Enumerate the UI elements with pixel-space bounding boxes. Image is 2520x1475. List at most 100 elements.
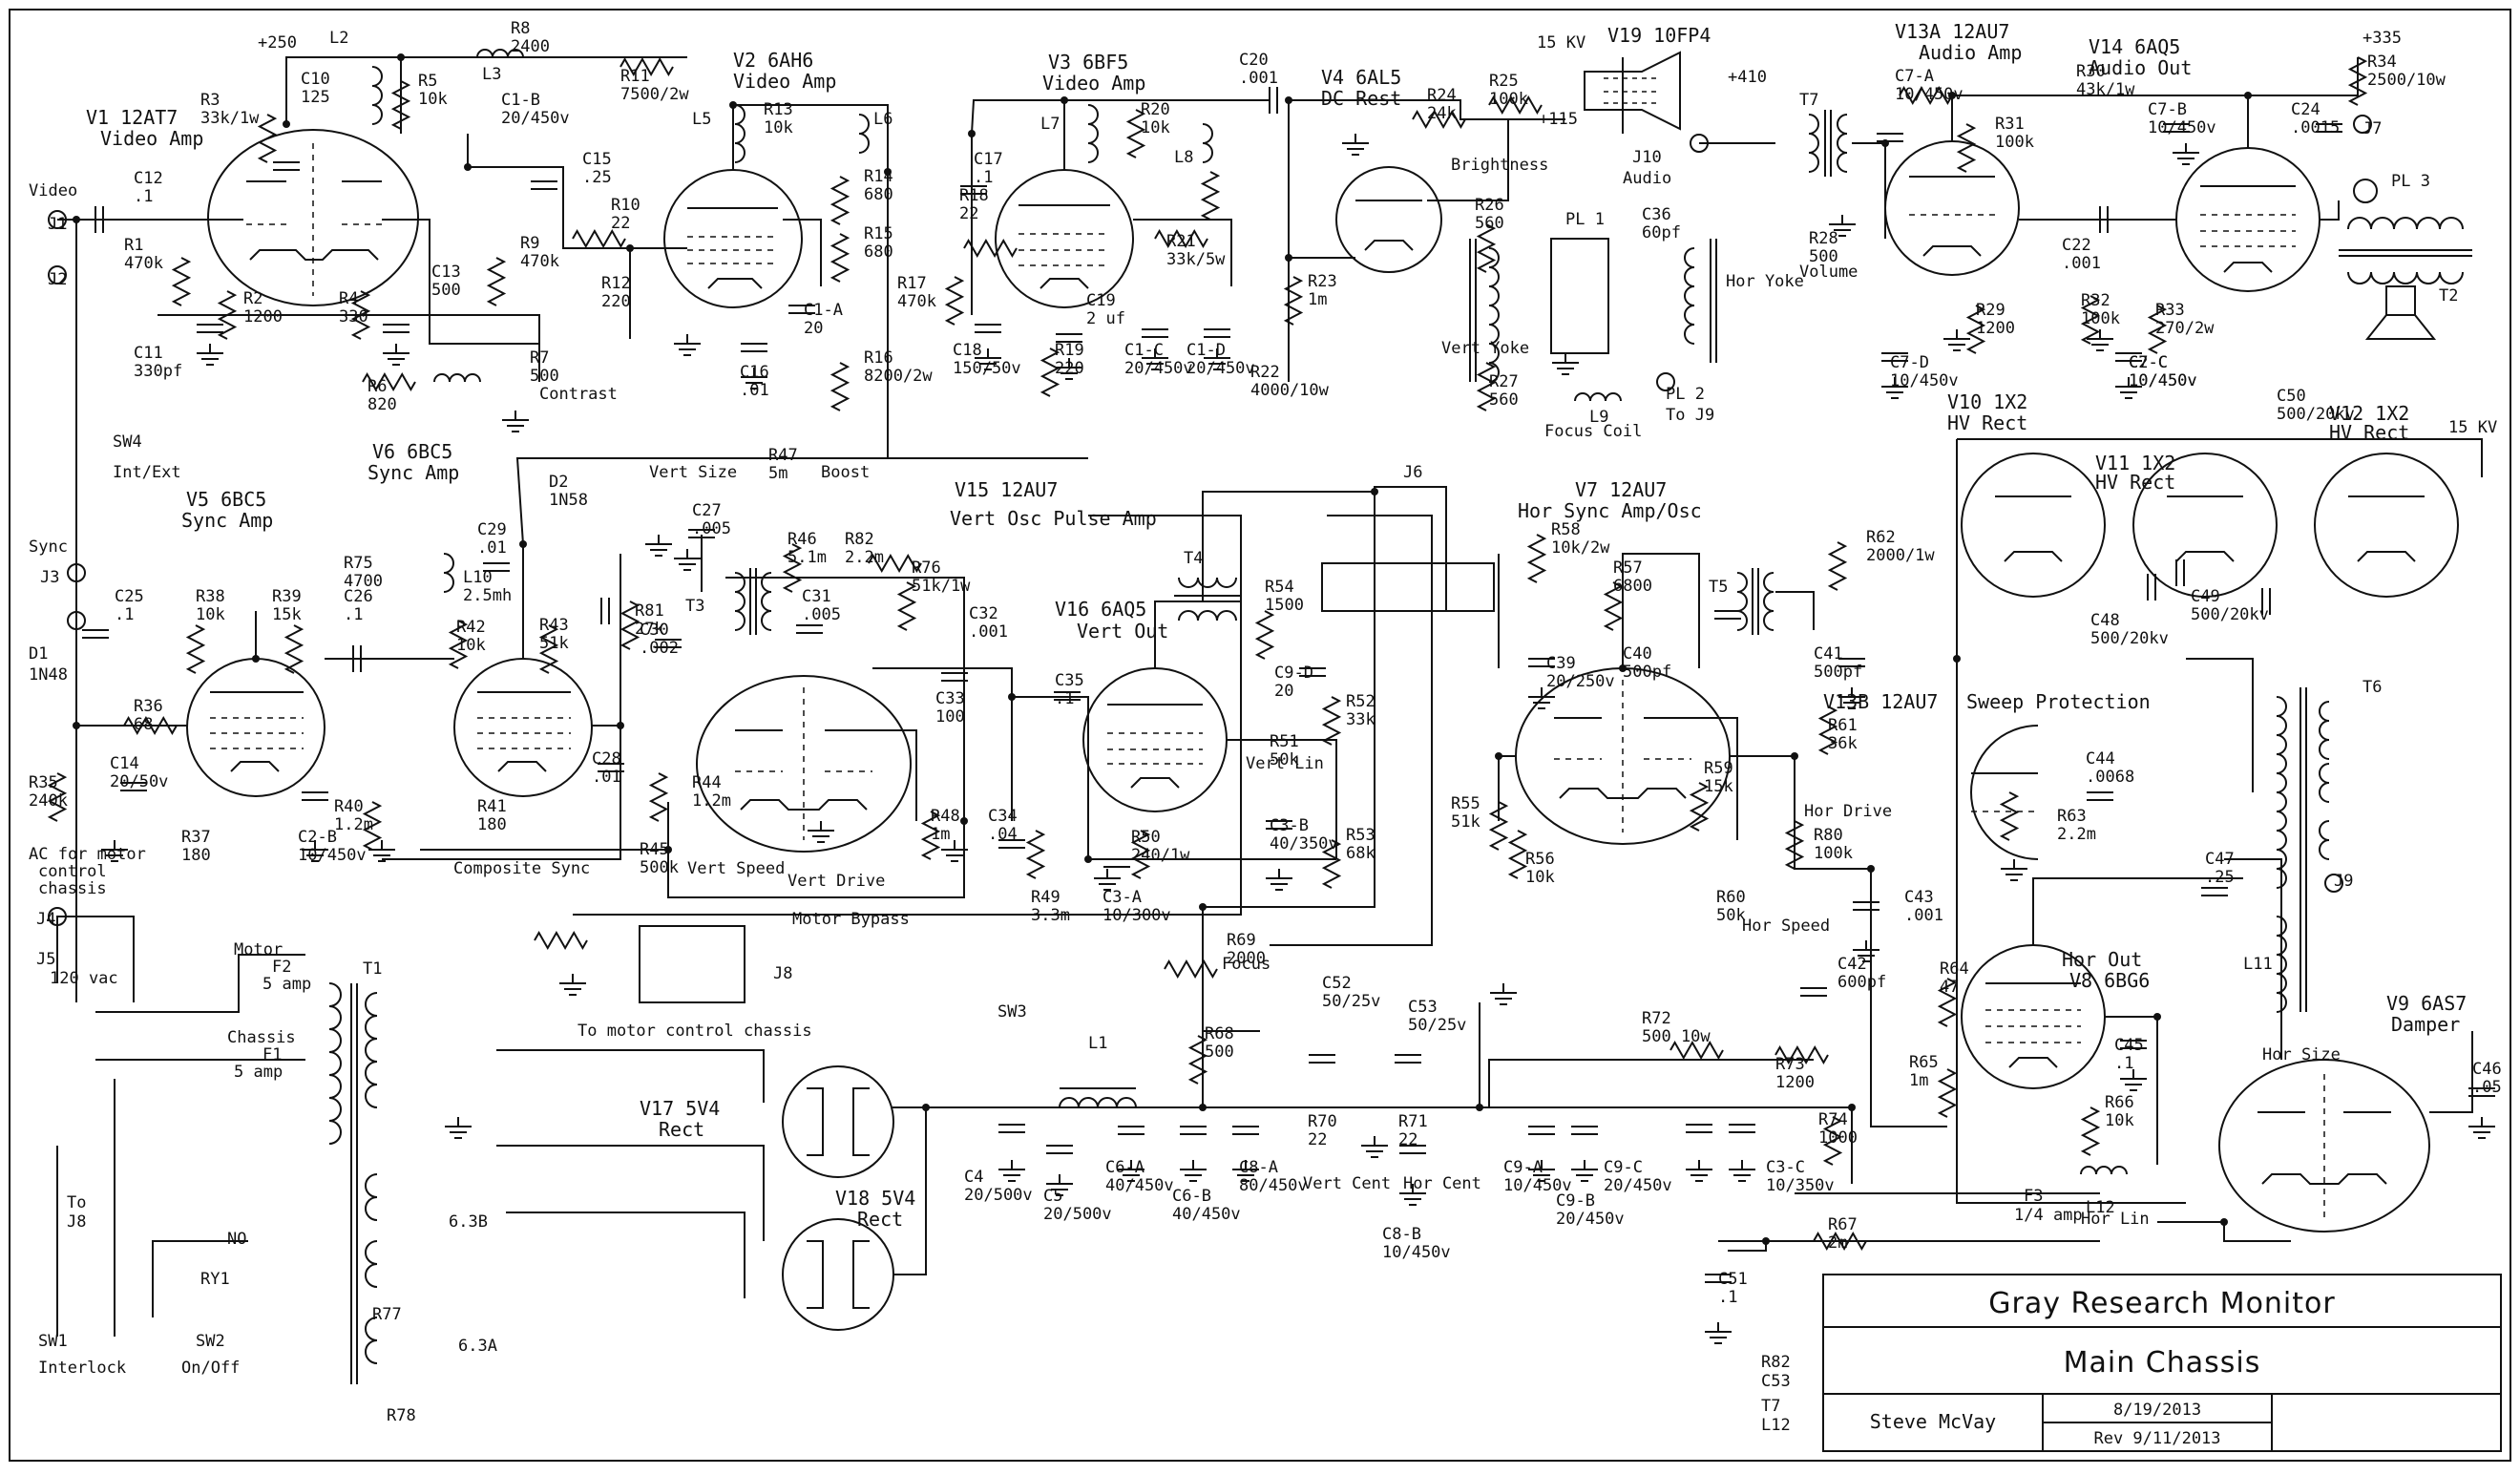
comp-r58-ref: R58 — [1551, 520, 1581, 539]
comp-r7-value: 500 — [530, 367, 559, 386]
v4-tube — [1335, 166, 1442, 273]
comp-r55-value: 51k — [1451, 812, 1480, 832]
comp-c51-value: .1 — [1718, 1288, 1737, 1307]
v13a-func: Audio Amp — [1919, 41, 2022, 64]
comp-c8a-ref: C8-A — [1239, 1158, 1278, 1177]
comp-c11-ref: C11 — [134, 344, 163, 363]
comp-r6-ref: R6 — [368, 377, 387, 396]
comp-c32-ref: C32 — [969, 604, 998, 623]
resistor-29 — [1025, 830, 1046, 879]
comp-r15-value: 680 — [864, 242, 893, 262]
label-f3v: 1/4 amp — [2014, 1206, 2083, 1225]
resistor-4 — [350, 290, 371, 340]
comp-c2c-value: 10/450v — [2129, 371, 2197, 390]
junction-dot — [960, 817, 968, 825]
comp-c10-value: 125 — [301, 88, 330, 107]
l9-coil — [1574, 392, 1622, 402]
junction-dot — [1867, 865, 1875, 873]
comp-c1d-value: 20/450v — [1186, 359, 1255, 378]
resistor-20 — [2347, 56, 2368, 106]
comp-r50-value: 240/1w — [1131, 846, 1190, 865]
junction-dot — [626, 244, 634, 252]
comp-c3a-value: 10/300v — [1102, 906, 1171, 925]
label-j3: J3 — [40, 568, 59, 587]
resistor-17 — [1965, 305, 1986, 354]
comp-c28-ref: C28 — [592, 749, 621, 769]
resistor-43 — [2080, 1106, 2101, 1156]
comp-r5-ref: R5 — [418, 72, 437, 91]
comp-c4-value: 20/500v — [964, 1186, 1033, 1205]
title-revision: Rev 9/11/2013 — [2093, 1429, 2220, 1448]
resistor-9 — [944, 276, 965, 326]
resistor-3 — [390, 80, 411, 130]
comp-c7b-value: 10/450v — [2148, 118, 2216, 137]
comp-r48-ref: R48 — [931, 807, 960, 826]
comp-c7c-ref: C7-C — [2129, 353, 2168, 372]
comp-r2-ref: R2 — [243, 289, 262, 308]
comp-r18-value: 22 — [959, 204, 978, 223]
comp-r67-ref: R67 — [1828, 1215, 1858, 1234]
label-f1v: 5 amp — [234, 1063, 283, 1082]
label-j1: J1 — [48, 215, 67, 234]
comp-c9a-ref: C9-A — [1503, 1158, 1543, 1177]
comp-r14-ref: R14 — [864, 167, 893, 186]
label-hor-size: Hor Size — [2262, 1045, 2341, 1064]
junction-dots — [48, 53, 2372, 1245]
v13a-tube — [1884, 140, 2020, 276]
v4-func: DC Rest — [1321, 87, 1401, 110]
comp-r65-ref: R65 — [1909, 1053, 1939, 1072]
comp-r10-ref: R10 — [611, 196, 640, 215]
comp-c40-value: 500pf — [1623, 663, 1671, 682]
comp-c48-ref: C48 — [2090, 611, 2120, 630]
junction-dot — [968, 130, 976, 137]
comp-c16-ref: C16 — [740, 363, 769, 382]
comp-r17-ref: R17 — [897, 274, 927, 293]
comp-r8-ref: R8 — [511, 19, 530, 38]
label-pl1: PL 1 — [1565, 210, 1605, 229]
label-composite-sync: Composite Sync — [453, 859, 590, 878]
comp-r72-ref: R72 — [1642, 1009, 1671, 1028]
label-f2v: 5 amp — [262, 975, 311, 994]
comp-r16-value: 8200/2w — [864, 367, 933, 386]
comp-r47-value: 5m — [768, 464, 788, 483]
comp-r60-ref: R60 — [1716, 888, 1746, 907]
comp-r51-value: 50k — [1270, 750, 1299, 769]
v18-tube — [782, 1218, 894, 1331]
comp-r76-ref: R76 — [912, 558, 941, 578]
comp-c45-value: .1 — [2114, 1054, 2133, 1073]
comp-r37-ref: R37 — [181, 828, 211, 847]
comp-r40-ref: R40 — [334, 797, 364, 816]
label-audio: Audio — [1623, 169, 1671, 188]
comp-r20-ref: R20 — [1141, 100, 1170, 119]
resistor-25 — [448, 620, 469, 669]
v8-name: V8 6BG6 — [2069, 969, 2150, 992]
comp-r36-ref: R36 — [134, 697, 163, 716]
comp-r64-ref: R64 — [1940, 959, 1969, 979]
comp-r24-ref: R24 — [1427, 86, 1457, 105]
comp-r41-ref: R41 — [477, 797, 507, 816]
comp-r25-value: 100k — [1489, 90, 1528, 109]
comp-r74-value: 1000 — [1818, 1128, 1858, 1148]
comp-r12-value: 220 — [601, 292, 631, 311]
v13b-tube — [1970, 725, 2039, 860]
resistor-30 — [1130, 830, 1151, 879]
t4-secondary — [1178, 577, 1237, 588]
comp-r55-ref: R55 — [1451, 794, 1480, 813]
comp-c18-ref: C18 — [953, 341, 982, 360]
comp-c46-ref: C46 — [2472, 1060, 2502, 1079]
comp-r9-value: 470k — [520, 252, 559, 271]
junction-dot — [1953, 655, 1961, 663]
label-contrast: Contrast — [539, 385, 618, 404]
comp-r81-ref: R81 — [635, 601, 664, 621]
comp-c39-value: 20/250v — [1546, 672, 1615, 691]
label-hor-cent: Hor Cent — [1403, 1174, 1481, 1193]
comp-l5-ref: L5 — [692, 110, 711, 129]
label-kv15b: 15 KV — [2448, 418, 2497, 437]
comp-r29-ref: R29 — [1976, 301, 2006, 320]
comp-c47-value: .25 — [2205, 868, 2235, 887]
comp-r54-ref: R54 — [1265, 578, 1294, 597]
title-block: Gray Research Monitor Main Chassis Steve… — [1761, 1274, 2502, 1452]
comp-c47-ref: C47 — [2205, 850, 2235, 869]
v10-name: V10 1X2 — [1947, 390, 2027, 413]
comp-c9d-ref: C9-D — [1274, 664, 1313, 683]
